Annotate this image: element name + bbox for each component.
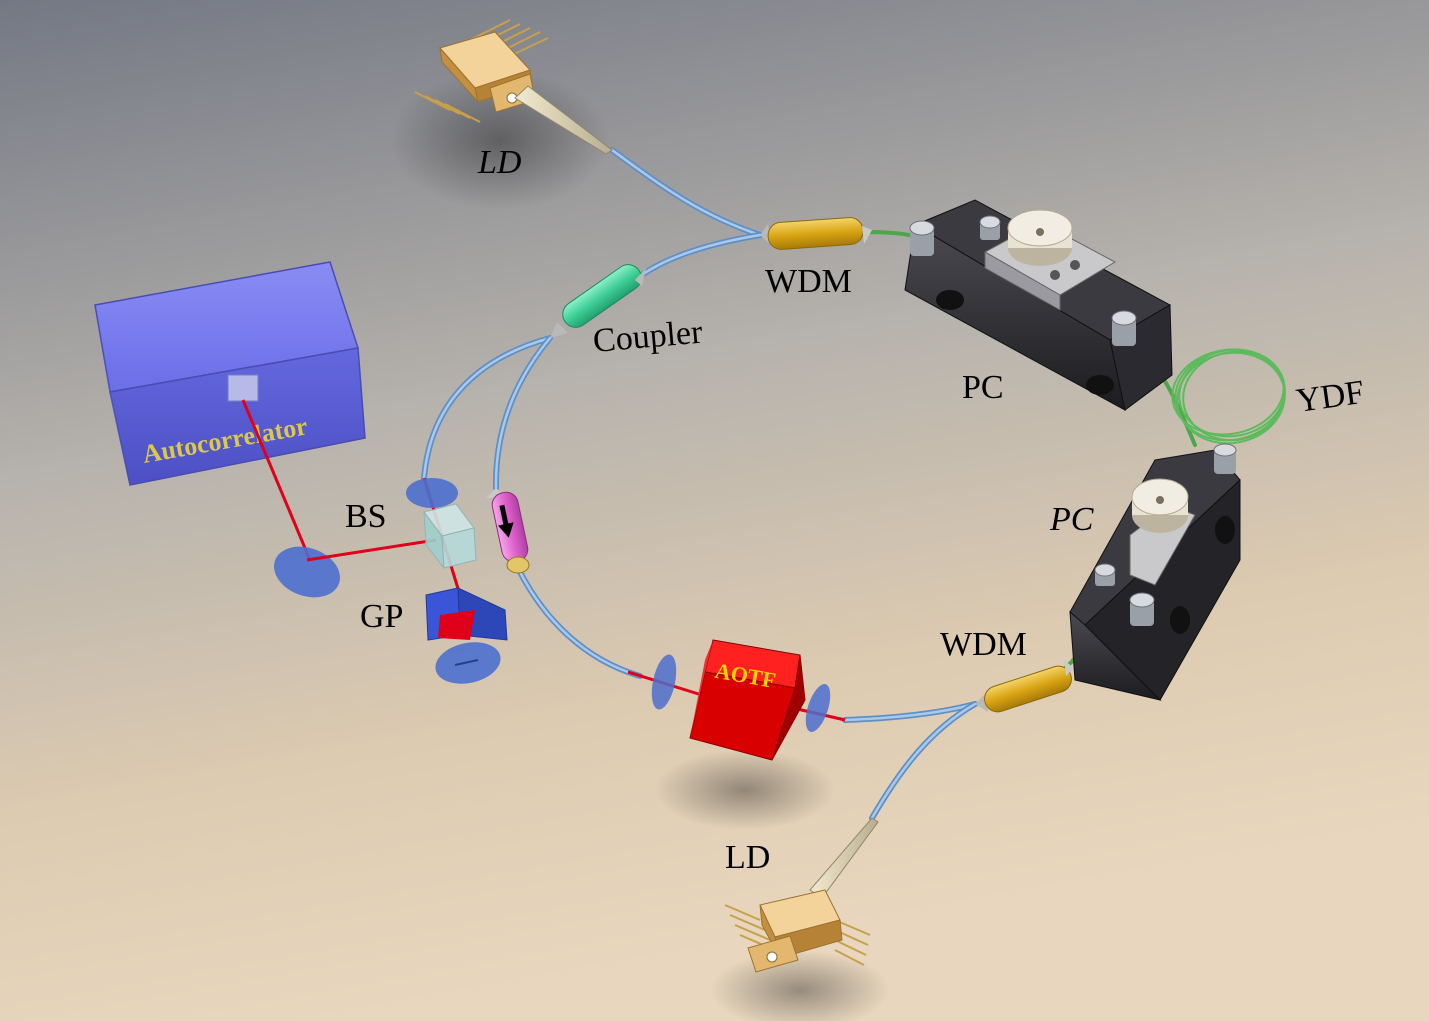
autocorrelator-port (227, 374, 259, 402)
pc-top-screws (909, 215, 1137, 346)
pc-top-paddle (1007, 209, 1073, 266)
label-ld-bottom: LD (725, 839, 770, 876)
beam-splitter (423, 503, 477, 570)
free-space-optics (241, 399, 508, 684)
autocorrelator-front (109, 347, 366, 486)
pc-right-paddle (1131, 478, 1189, 533)
label-bs: BS (345, 498, 387, 535)
ld-top-fiber-boot (514, 85, 613, 155)
ydf-coil (1171, 348, 1286, 445)
coupler (550, 264, 646, 338)
aotf-lens-out (805, 684, 831, 732)
isolator-arrow-icon (498, 504, 514, 538)
laser-diode-top (414, 19, 613, 155)
wdm-top (760, 217, 872, 250)
polarization-controller-top (904, 199, 1173, 411)
ld-bottom-pins (724, 904, 871, 966)
aotf-box-side (771, 654, 806, 761)
aotf-lens-in (651, 654, 677, 710)
label-pc-right: PC (1049, 501, 1094, 538)
glan-polarizer (425, 587, 508, 641)
aotf: AOTF (627, 639, 846, 761)
label-pc-top: PC (962, 369, 1004, 406)
collimator-lens (406, 478, 458, 508)
polarization-controller-right (1069, 443, 1241, 701)
steering-mirror (274, 546, 340, 598)
wdm-right (975, 660, 1074, 713)
label-wdm-right: WDM (940, 626, 1027, 663)
pc-right-base-side (1084, 478, 1241, 701)
isolator (486, 488, 530, 574)
autocorrelator: Autocorrelator (94, 261, 366, 486)
label-gp: GP (360, 598, 403, 635)
laser-diode-bottom (724, 817, 879, 973)
label-wdm-top: WDM (765, 263, 852, 300)
label-ld-top: LD (477, 144, 522, 181)
pc-right-screws (1094, 443, 1237, 626)
